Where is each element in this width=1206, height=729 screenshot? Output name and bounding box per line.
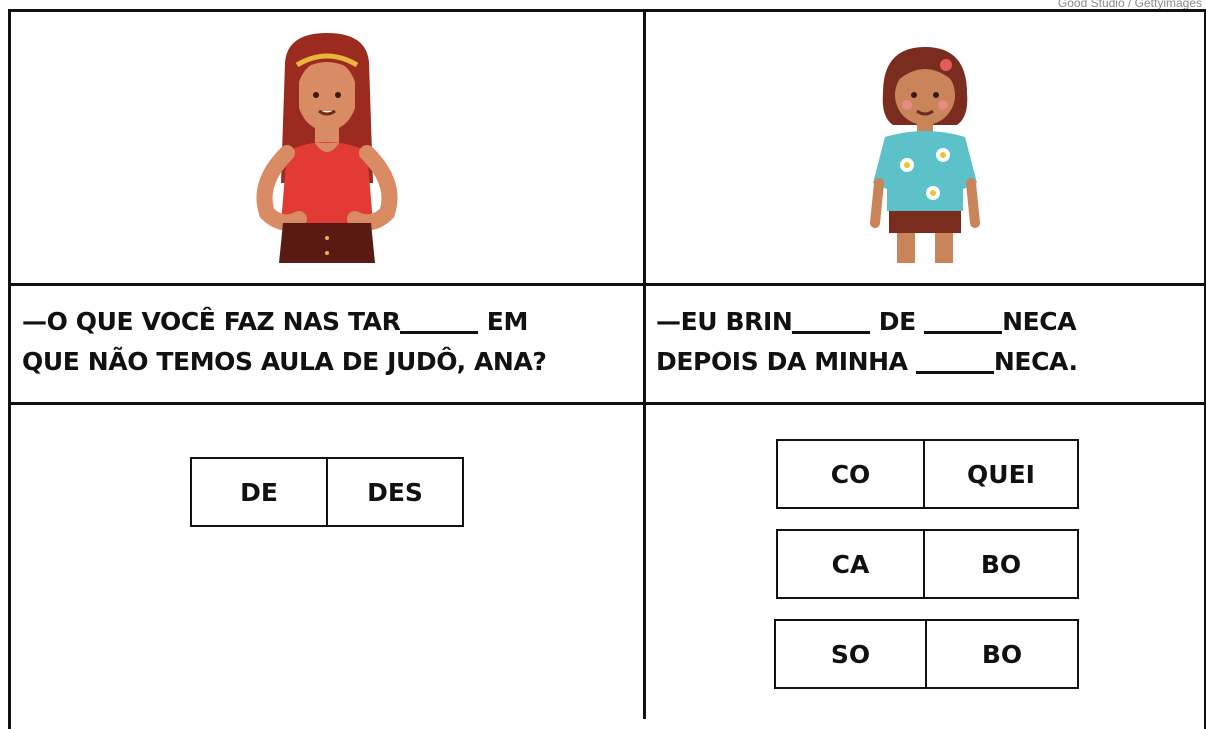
image-credit: Good Studio / Gettyimages bbox=[1057, 0, 1202, 10]
syllable-option[interactable]: DES bbox=[326, 459, 462, 525]
sentence-left-line-1: —O QUE VOCÊ FAZ NAS TAR EM bbox=[22, 305, 528, 336]
blank-field[interactable] bbox=[792, 305, 871, 334]
sentence-left-line-2: QUE NÃO TEMOS AULA DE JUDÔ, ANA? bbox=[22, 347, 547, 376]
syllable-option[interactable]: CA bbox=[831, 549, 870, 579]
sentence-left: —O QUE VOCÊ FAZ NAS TAR EM QUE NÃO TEMOS… bbox=[22, 302, 547, 382]
blank-field[interactable] bbox=[400, 305, 479, 334]
syllable-option[interactable]: DE bbox=[240, 477, 278, 507]
row-divider-1 bbox=[8, 283, 1206, 286]
girl-headband-icon bbox=[256, 32, 398, 263]
sentence-right-line-1: —EU BRIN DE NECA bbox=[656, 305, 1077, 336]
illustration-child bbox=[646, 12, 1204, 283]
syllable-options-row-1: CO QUEI bbox=[776, 439, 1079, 509]
sentence-right: —EU BRIN DE NECA DEPOIS DA MINHA NECA. bbox=[656, 302, 1078, 382]
column-divider bbox=[643, 9, 646, 719]
row-divider-2 bbox=[8, 402, 1206, 405]
blank-field[interactable] bbox=[915, 345, 994, 374]
syllable-option[interactable]: CO bbox=[830, 459, 871, 489]
syllable-option[interactable]: BO bbox=[923, 531, 1077, 597]
syllable-options-left: DE DES bbox=[190, 457, 464, 527]
syllable-options-row-3: SO BO bbox=[774, 619, 1079, 689]
blank-field[interactable] bbox=[924, 305, 1003, 334]
syllable-option[interactable]: SO bbox=[830, 639, 871, 669]
sentence-right-line-2: DEPOIS DA MINHA NECA. bbox=[656, 345, 1078, 376]
child-girl-icon bbox=[870, 46, 980, 263]
illustration-ana bbox=[11, 12, 643, 283]
worksheet-table bbox=[8, 9, 1206, 729]
syllable-option[interactable]: BO bbox=[925, 621, 1077, 687]
syllable-options-row-2: CA BO bbox=[776, 529, 1079, 599]
syllable-option[interactable]: QUEI bbox=[923, 441, 1077, 507]
